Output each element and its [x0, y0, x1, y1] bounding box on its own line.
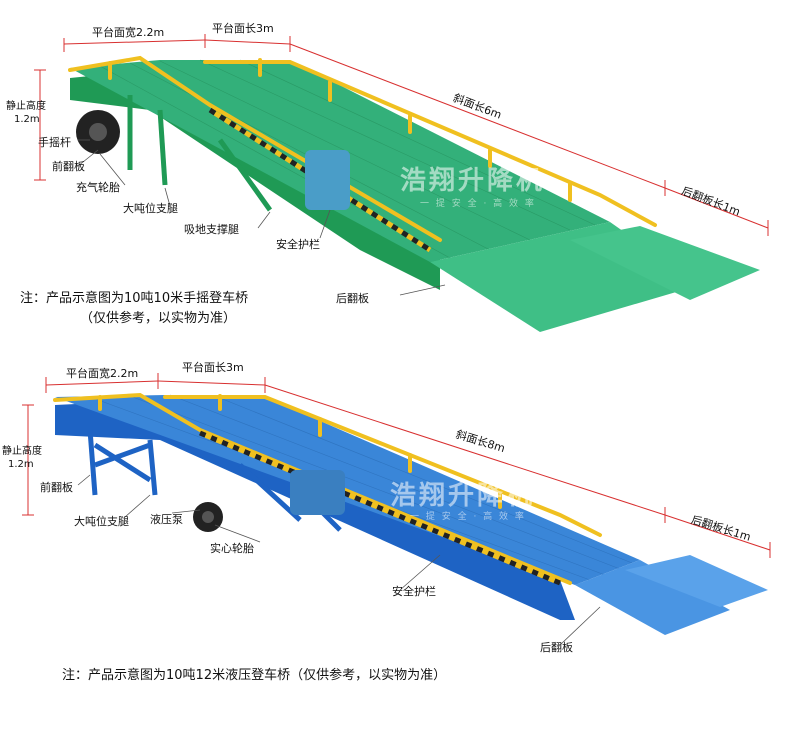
- hydraulic-pump-block: [290, 470, 345, 515]
- part-guardrail: 安全护栏: [392, 585, 436, 598]
- dim-static-height-value: 1.2m: [14, 114, 40, 125]
- leader-lines: [77, 474, 601, 646]
- note-top-line1: 注：产品示意图为10吨10米手摇登车桥: [20, 291, 249, 306]
- part-heavy-leg: 大吨位支腿: [123, 202, 178, 215]
- rear-flap-left: [575, 560, 730, 635]
- support-legs: [127, 95, 273, 212]
- blue-ramp-illustration: [22, 373, 771, 646]
- dim-static-height: 静止高度: [6, 101, 46, 112]
- part-rear-flap: 后翻板: [336, 292, 369, 305]
- part-guardrail: 安全护栏: [276, 238, 320, 251]
- note-bottom: 注：产品示意图为10吨12米液压登车桥（仅供参考，以实物为准）: [62, 668, 447, 683]
- brand-watermark-tagline: 一 提 安 全 · 高 效 率: [410, 512, 526, 522]
- note-top-line2: （仅供参考，以实物为准）: [80, 311, 237, 326]
- green-ramp-illustration: [34, 34, 769, 332]
- ramp-frame: [55, 400, 575, 620]
- dimension-lines: [22, 373, 771, 558]
- part-hydraulic-pump: 液压泵: [150, 513, 183, 526]
- ramp-frame: [70, 70, 440, 290]
- guardrails: [53, 392, 602, 585]
- rear-flap-right: [625, 555, 768, 607]
- part-solid-tire: 实心轮胎: [210, 542, 254, 555]
- product-photo-top: 平台面宽2.2m 平台面长3m 斜面长6m 后翻板长1m 静止高度 1.2m 手…: [0, 0, 790, 345]
- part-pneumatic-tire: 充气轮胎: [76, 181, 120, 194]
- dim-platform-width: 平台面宽2.2m: [92, 26, 165, 39]
- leader-lines: [77, 139, 446, 296]
- part-front-flap: 前翻板: [52, 160, 85, 173]
- part-front-flap: 前翻板: [40, 481, 73, 494]
- part-heavy-leg: 大吨位支腿: [74, 515, 129, 528]
- dim-static-height-value: 1.2m: [8, 459, 34, 470]
- brand-watermark-tagline: 一 提 安 全 · 高 效 率: [420, 199, 536, 209]
- brand-watermark: 浩翔升降机: [400, 166, 546, 196]
- crank-gearbox: [305, 150, 350, 210]
- product-photo-bottom: 平台面宽2.2m 平台面长3m 斜面长8m 后翻板长1m 静止高度 1.2m 前…: [0, 345, 790, 729]
- dim-static-height: 静止高度: [2, 446, 42, 457]
- brand-watermark: 浩翔升降机: [390, 481, 536, 511]
- dim-platform-width: 平台面宽2.2m: [66, 367, 139, 380]
- dim-platform-length: 平台面长3m: [182, 361, 244, 374]
- warning-stripe: [208, 107, 432, 253]
- warning-stripe: [199, 430, 561, 586]
- dim-platform-length: 平台面长3m: [212, 22, 274, 35]
- rear-flap-right: [570, 226, 760, 300]
- part-rear-flap: 后翻板: [540, 641, 573, 654]
- part-ground-leg: 吸地支撑腿: [184, 223, 239, 236]
- part-hand-crank: 手摇杆: [38, 136, 71, 149]
- dimension-lines: [34, 34, 769, 236]
